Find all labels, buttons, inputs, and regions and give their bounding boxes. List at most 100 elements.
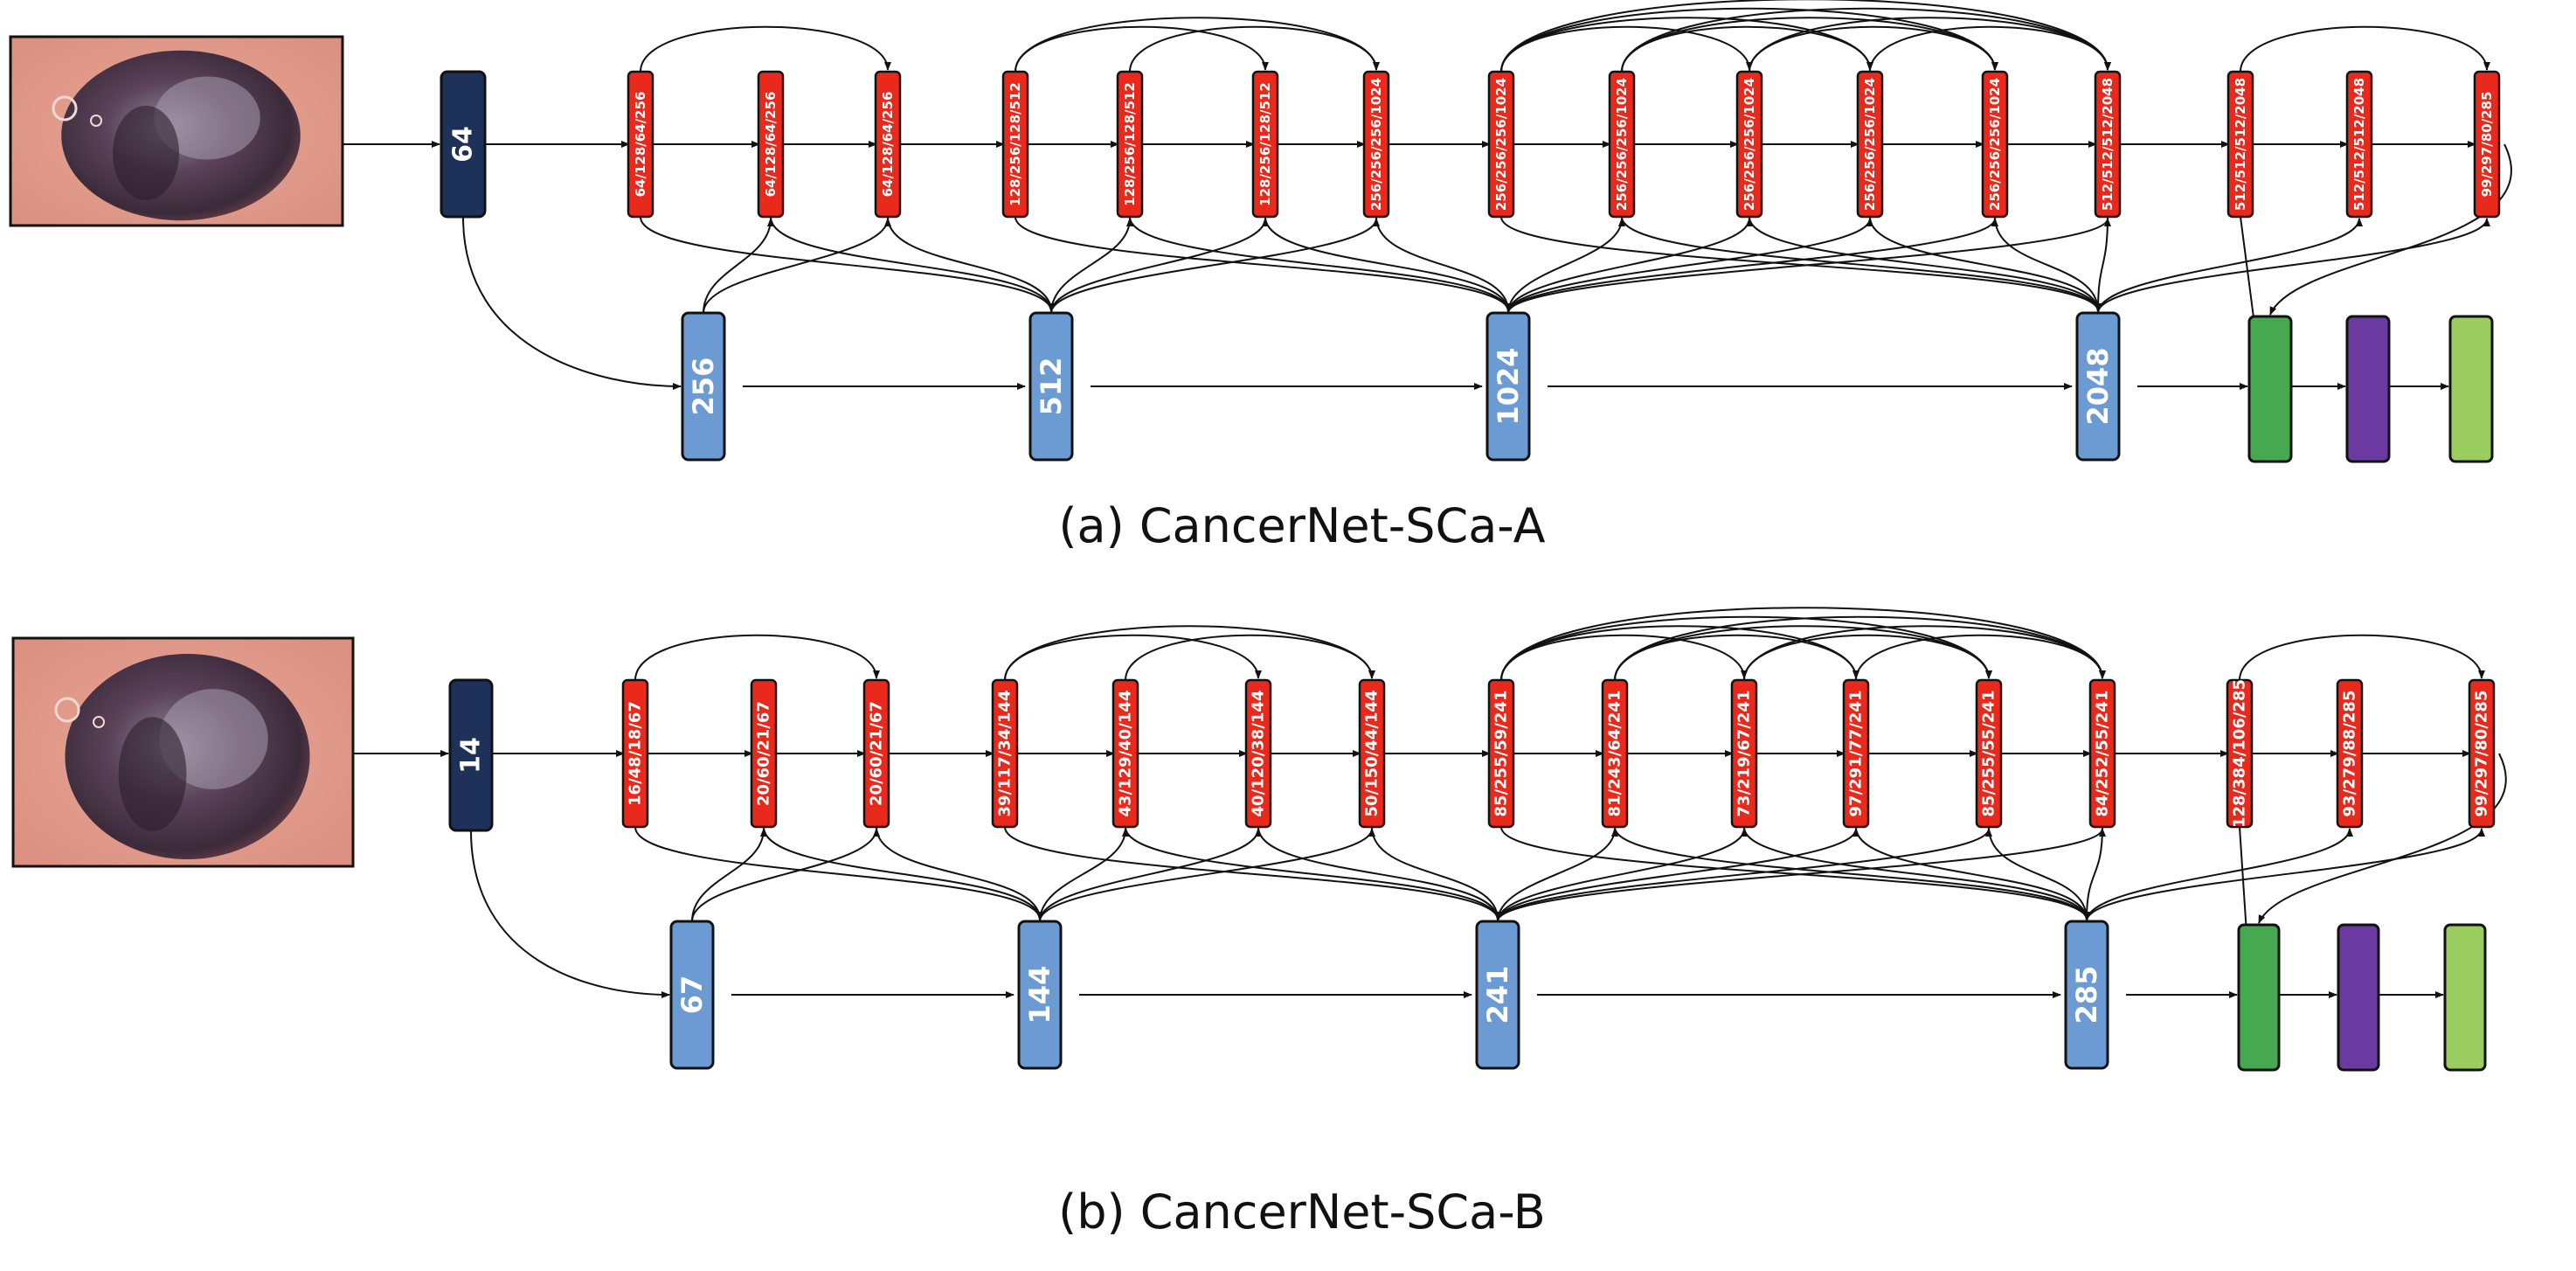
stem-label: 14 (456, 737, 487, 774)
green-head-node (2237, 923, 2281, 1072)
blue-projection-node: 256 (681, 311, 726, 462)
connection-arrows (353, 607, 2507, 998)
lightgreen-head-node (2448, 315, 2494, 463)
red-module-node: 84/252/55/241 (2088, 678, 2116, 829)
red-module-node: 99/297/80/285 (2468, 678, 2496, 829)
red-module-node: 40/120/38/144 (1244, 678, 1272, 829)
input-skin-lesion-image (9, 35, 344, 227)
module-label: 20/60/21/67 (755, 701, 773, 806)
blue-projection-node: 1024 (1485, 311, 1531, 462)
green-head-node (2247, 315, 2293, 463)
module-label: 16/48/18/67 (627, 701, 645, 806)
red-module-node: 128/384/106/285 (2226, 678, 2254, 829)
red-module-node: 50/150/44/144 (1358, 678, 1386, 829)
module-label: 85/255/55/241 (1980, 691, 1998, 817)
red-module-node: 128/256/128/512 (1251, 70, 1279, 219)
module-label: 39/117/34/144 (996, 691, 1014, 817)
red-module-node: 512/512/512/2048 (2226, 70, 2254, 219)
purple-head-node (2345, 315, 2391, 463)
module-label: 256/256/256/1024 (1614, 78, 1630, 211)
module-label: 99/297/80/285 (2473, 691, 2491, 817)
module-label: 64/128/64/256 (880, 92, 896, 198)
projection-label: 2048 (2081, 347, 2115, 425)
red-module-node: 85/255/59/241 (1487, 678, 1515, 829)
red-module-node: 512/512/512/2048 (2094, 70, 2122, 219)
lightgreen-head-node (2443, 923, 2487, 1072)
module-label: 256/256/256/1024 (1862, 78, 1878, 211)
blue-projection-node: 241 (1475, 920, 1520, 1070)
red-module-node: 93/279/88/285 (2336, 678, 2364, 829)
red-module-node: 39/117/34/144 (991, 678, 1019, 829)
projection-label: 512 (1035, 358, 1068, 416)
projection-label: 241 (1481, 966, 1514, 1024)
module-label: 512/512/512/2048 (2100, 78, 2116, 211)
panel-caption: (a) CancerNet-SCa-A (1058, 498, 1545, 553)
red-module-node: 85/255/55/241 (1975, 678, 2003, 829)
red-module-node: 97/291/77/241 (1842, 678, 1870, 829)
module-label: 93/279/88/285 (2341, 691, 2359, 817)
red-module-node: 64/128/64/256 (874, 70, 902, 219)
module-label: 128/384/106/285 (2231, 679, 2249, 828)
projection-label: 67 (675, 976, 709, 1015)
red-module-node: 256/256/256/1024 (1608, 70, 1636, 219)
module-label: 99/297/80/285 (2479, 92, 2495, 198)
red-module-node: 256/256/256/1024 (1362, 70, 1390, 219)
module-label: 256/256/256/1024 (1368, 78, 1384, 211)
nodes: 14 16/48/18/67 20/60/21/67 20/60/21/67 39/11… (11, 636, 2496, 1072)
module-label: 128/256/128/512 (1008, 82, 1023, 206)
module-label: 128/256/128/512 (1257, 82, 1273, 206)
blue-projection-node: 285 (2064, 920, 2109, 1070)
red-module-node: 512/512/512/2048 (2345, 70, 2373, 219)
module-label: 64/128/64/256 (633, 92, 648, 198)
projection-label: 1024 (1492, 347, 1525, 425)
projection-label: 285 (2070, 966, 2103, 1024)
module-label: 40/120/38/144 (1250, 691, 1268, 817)
module-label: 85/255/59/241 (1492, 691, 1511, 817)
red-module-node: 256/256/256/1024 (1487, 70, 1515, 219)
module-label: 128/256/128/512 (1122, 82, 1138, 206)
module-label: 512/512/512/2048 (2233, 78, 2248, 211)
red-module-node: 256/256/256/1024 (1735, 70, 1763, 219)
connection-arrows (343, 0, 2512, 390)
blue-projection-node: 144 (1017, 920, 1063, 1070)
stem-label: 64 (448, 126, 479, 163)
blue-projection-node: 512 (1028, 311, 1074, 462)
red-module-node: 64/128/64/256 (757, 70, 785, 219)
module-label: 97/291/77/241 (1847, 691, 1866, 817)
module-label: 43/129/40/144 (1117, 691, 1135, 817)
blue-projection-node: 2048 (2075, 311, 2121, 462)
blue-projection-node: 67 (669, 920, 715, 1070)
panel-cancernet-sca-a: 64 64/128/64/256 64/128/64/256 64/128/64/25… (9, 0, 2512, 553)
module-label: 81/243/64/241 (1606, 691, 1624, 817)
module-label: 256/256/256/1024 (1493, 78, 1509, 211)
red-module-node: 128/256/128/512 (1001, 70, 1029, 219)
module-label: 73/219/67/241 (1735, 691, 1754, 817)
stem-conv-node: 64 (440, 70, 487, 219)
module-label: 64/128/64/256 (763, 92, 779, 198)
input-skin-lesion-image (11, 636, 355, 868)
panel-caption: (b) CancerNet-SCa-B (1058, 1184, 1546, 1240)
red-module-node: 20/60/21/67 (862, 678, 890, 829)
red-module-node: 16/48/18/67 (621, 678, 649, 829)
red-module-node: 128/256/128/512 (1116, 70, 1144, 219)
module-label: 256/256/256/1024 (1742, 78, 1757, 211)
panel-cancernet-sca-b: 14 16/48/18/67 20/60/21/67 20/60/21/67 39/11… (11, 607, 2507, 1240)
red-module-node: 256/256/256/1024 (1981, 70, 2009, 219)
red-module-node: 64/128/64/256 (627, 70, 654, 219)
red-module-node: 73/219/67/241 (1730, 678, 1758, 829)
module-label: 256/256/256/1024 (1987, 78, 2003, 211)
module-label: 20/60/21/67 (868, 701, 886, 806)
projection-label: 256 (687, 358, 720, 416)
red-module-node: 99/297/80/285 (2473, 70, 2501, 219)
red-module-node: 43/129/40/144 (1111, 678, 1139, 829)
module-label: 512/512/512/2048 (2351, 78, 2367, 211)
stem-conv-node: 14 (448, 678, 494, 832)
projection-label: 144 (1023, 966, 1056, 1024)
module-label: 50/150/44/144 (1363, 691, 1381, 817)
red-module-node: 81/243/64/241 (1601, 678, 1629, 829)
red-module-node: 256/256/256/1024 (1856, 70, 1884, 219)
purple-head-node (2337, 923, 2380, 1072)
module-label: 84/252/55/241 (2094, 691, 2112, 817)
nodes: 64 64/128/64/256 64/128/64/256 64/128/64/25… (9, 35, 2501, 463)
